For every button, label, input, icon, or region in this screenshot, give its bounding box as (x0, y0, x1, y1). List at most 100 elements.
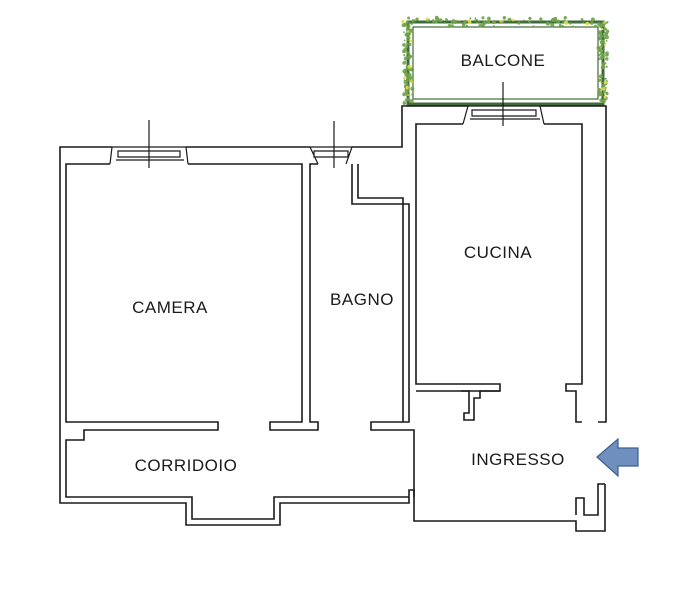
leaf-dot (465, 20, 468, 23)
flower-dot (603, 92, 606, 95)
leaf-dot (481, 16, 485, 20)
leaf-dot (600, 81, 603, 84)
leaf-dot (597, 48, 600, 52)
leaf-dot (600, 97, 603, 100)
leaf-dot (599, 51, 604, 56)
flower-dot (425, 17, 429, 21)
leaf-dot (601, 35, 604, 38)
leaf-dot (597, 92, 601, 97)
leaf-dot (416, 18, 419, 20)
leaf-dot (599, 98, 603, 102)
bagno-wall-inner (357, 164, 404, 422)
flower-dot (409, 39, 413, 43)
leaf-dot (403, 60, 406, 63)
leaf-dot (593, 24, 598, 28)
leaf-dot (404, 69, 407, 72)
leaf-dot (582, 21, 585, 24)
window-icon (309, 121, 353, 168)
leaf-dot (550, 17, 556, 23)
leaf-dot (597, 78, 602, 83)
leaf-dot (600, 44, 604, 48)
leaf-dot (405, 45, 409, 48)
room-label-bagno: BAGNO (330, 290, 394, 309)
leaf-dot (447, 23, 452, 29)
room-label-balcone: BALCONE (461, 51, 546, 70)
flower-dot (405, 86, 409, 90)
leaf-dot (474, 19, 477, 22)
leaf-dot (406, 24, 411, 29)
leaf-dot (462, 21, 466, 26)
leaf-dot (487, 16, 491, 21)
leaf-dot (410, 86, 415, 91)
leaf-dot (404, 24, 408, 27)
leaf-dot (408, 77, 412, 81)
leaf-dot (598, 38, 601, 41)
leaf-dot (409, 28, 413, 31)
leaf-dot (599, 25, 603, 29)
leaf-dot (605, 65, 608, 68)
room-label-corridoio: CORRIDOIO (135, 456, 238, 475)
leaf-dot (605, 53, 609, 57)
arrow-left-icon (596, 437, 639, 478)
outer-wall-top-mid (352, 105, 468, 148)
cucina-wall-right (544, 123, 583, 423)
leaf-dot (529, 21, 531, 24)
leaf-dot (469, 17, 472, 20)
camera-top-inner (188, 163, 319, 431)
leaf-dot (408, 22, 411, 25)
flower-dot (603, 21, 606, 24)
leaf-dot (477, 20, 480, 23)
leaf-dot (443, 22, 446, 24)
camera-inner-wall (65, 163, 409, 520)
flower-dot (601, 27, 604, 31)
leaf-dot (410, 55, 412, 58)
leaf-dot (603, 27, 607, 31)
leaf-dot (438, 18, 443, 23)
leaf-dot (558, 23, 562, 27)
leaf-dot (502, 15, 507, 20)
flower-dot (411, 81, 413, 84)
leaf-dot (550, 22, 553, 25)
leaf-dot (402, 42, 406, 47)
leaf-dot (589, 21, 594, 25)
leaf-dot (597, 89, 600, 92)
leaf-dot (404, 33, 408, 37)
leaf-dot (598, 74, 604, 79)
leaf-dot (406, 51, 409, 55)
outer-wall-west (59, 146, 606, 532)
leaf-dot (597, 46, 601, 50)
leaf-dot (465, 24, 469, 27)
outer-wall-top-right (540, 105, 607, 423)
leaf-dot (463, 20, 466, 22)
walls (59, 105, 607, 532)
leaf-dot (411, 18, 416, 23)
flower-dot (499, 19, 503, 23)
leaf-dot (486, 20, 491, 24)
leaf-dot (598, 58, 601, 61)
leaf-dot (605, 39, 608, 42)
leaf-dot (407, 39, 410, 42)
leaf-dot (605, 29, 610, 34)
leaf-dot (434, 20, 439, 24)
flower-dot (511, 18, 515, 22)
leaf-dot (602, 48, 606, 51)
leaf-dot (406, 42, 409, 45)
leaf-dot (406, 35, 410, 40)
window-icon (462, 82, 545, 126)
leaf-dot (605, 92, 609, 96)
flower-dot (407, 64, 412, 69)
leaf-dot (563, 16, 567, 20)
ingresso-wall (575, 483, 605, 516)
leaf-dot (517, 21, 521, 25)
leaf-dot (601, 55, 605, 59)
leaf-dot (407, 16, 411, 20)
leaf-dot (432, 20, 435, 24)
leaf-dot (522, 19, 525, 22)
leaf-dot (408, 53, 411, 56)
leaf-dot (409, 99, 414, 104)
leaf-dot (474, 17, 477, 20)
leaf-dot (458, 20, 461, 24)
leaf-dot (598, 36, 602, 39)
flower-dot (401, 19, 405, 24)
leaf-dot (601, 101, 604, 104)
